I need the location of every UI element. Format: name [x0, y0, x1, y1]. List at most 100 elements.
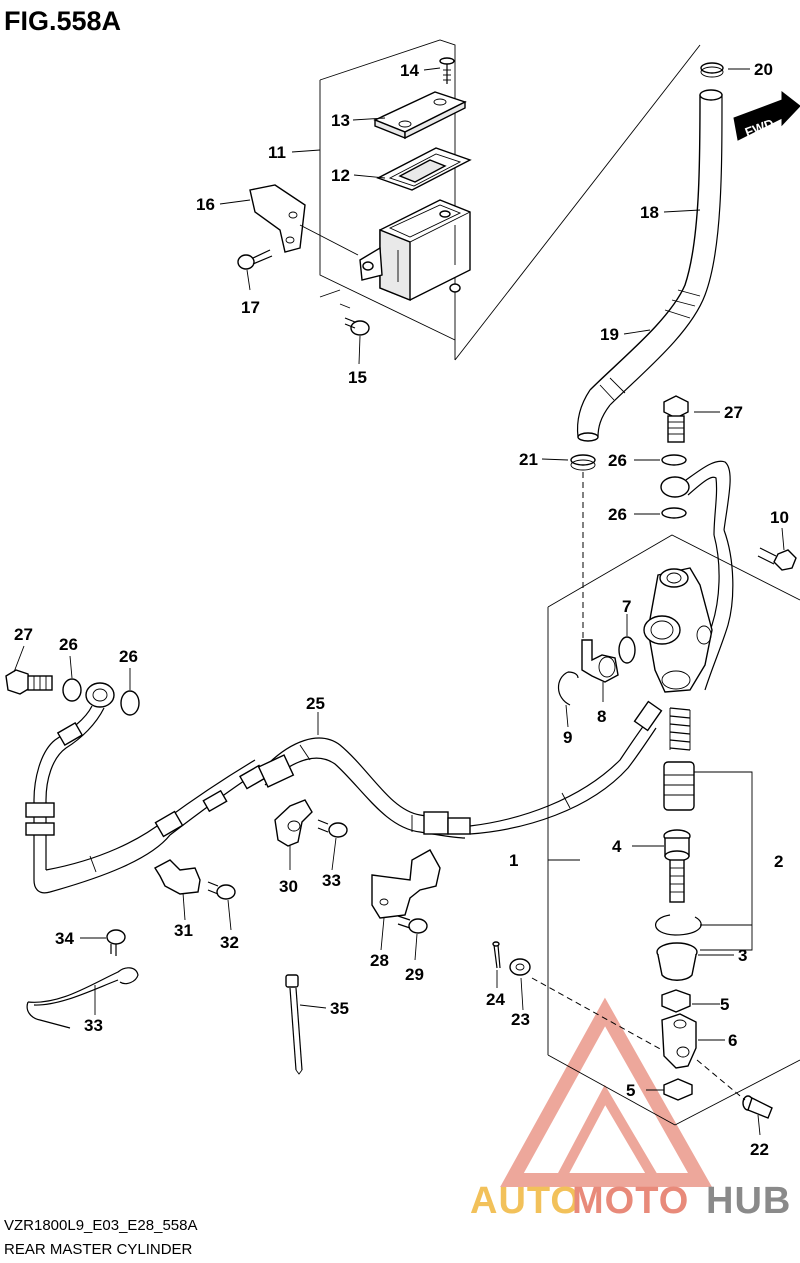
- callout-30: 30: [279, 877, 298, 896]
- callout-26-b: 26: [608, 505, 627, 524]
- bolt-33-icon: [317, 819, 348, 838]
- clamp-20-icon: [700, 62, 724, 78]
- cotter-pin-24-icon: [492, 941, 501, 969]
- callout-28: 28: [370, 951, 389, 970]
- banjo-bolt-27-icon: [663, 395, 689, 443]
- banjo-fitting-icon: [660, 460, 731, 536]
- clamp-31-icon: [154, 859, 201, 895]
- callouts: 14 13 12 11 16 17 15 20 18 19 21 26 26 2…: [14, 60, 789, 1159]
- reservoir-body-icon: [359, 199, 471, 302]
- circlip-9-icon: [557, 671, 579, 706]
- snap-ring-icon: [655, 914, 702, 936]
- callout-14: 14: [400, 61, 419, 80]
- callout-33-a: 33: [322, 871, 341, 890]
- clamp-30-icon: [274, 799, 313, 847]
- watermark-logo: [500, 997, 712, 1187]
- callout-8: 8: [597, 707, 606, 726]
- callout-4: 4: [612, 837, 622, 856]
- watermark-text: AUTO MOTO HUB: [470, 1180, 791, 1222]
- callout-31: 31: [174, 921, 193, 940]
- callout-25: 25: [306, 694, 325, 713]
- watermark-moto: MOTO: [572, 1180, 689, 1222]
- callout-16: 16: [196, 195, 215, 214]
- wire-clip-33-icon: [26, 967, 139, 1029]
- callout-32: 32: [220, 933, 239, 952]
- watermark-hub: HUB: [706, 1180, 791, 1222]
- hose-ribs: [599, 289, 701, 401]
- diaphragm-icon: [376, 147, 472, 191]
- bracket-28-icon: [371, 849, 441, 919]
- banjo-left-icon: [85, 682, 115, 708]
- reservoir-cap-icon: [373, 91, 467, 140]
- callout-27-b: 27: [14, 625, 33, 644]
- bolt-15-icon: [339, 303, 370, 336]
- callout-10: 10: [770, 508, 789, 527]
- reservoir-group: [237, 39, 701, 361]
- piston-icon: [663, 761, 695, 811]
- callout-6: 6: [728, 1031, 737, 1050]
- washer-26-left-icon: [62, 678, 82, 702]
- bolt-10-icon: [757, 547, 797, 571]
- callout-11: 11: [268, 143, 286, 162]
- reservoir-hose-group: [570, 62, 724, 640]
- callout-26-c: 26: [59, 635, 78, 654]
- callout-33-b: 33: [84, 1016, 103, 1035]
- spring-icon: [669, 707, 691, 751]
- callout-19: 19: [600, 325, 619, 344]
- callout-24: 24: [486, 990, 505, 1009]
- figure-title: FIG.558A: [4, 6, 121, 36]
- callout-18: 18: [640, 203, 659, 222]
- washer-23-icon: [509, 958, 531, 976]
- cylinder-body-icon: [643, 567, 713, 693]
- callout-2: 2: [774, 852, 783, 871]
- brake-line-group: [5, 669, 663, 894]
- callout-13: 13: [331, 111, 350, 130]
- callout-15: 15: [348, 368, 367, 387]
- small-parts-group: [26, 799, 441, 1075]
- clamp-21-icon: [570, 454, 596, 471]
- bolt-32-icon: [207, 881, 236, 900]
- figure-code: VZR1800L9_E03_E28_558A: [4, 1217, 198, 1234]
- callout-29: 29: [405, 965, 424, 984]
- bracket-16-icon: [249, 184, 359, 256]
- connector-8-icon: [581, 639, 619, 683]
- nut-5-icon: [661, 989, 691, 1013]
- callout-1: 1: [509, 851, 518, 870]
- callout-12: 12: [331, 166, 350, 185]
- callout-26-d: 26: [119, 647, 138, 666]
- bolt-17-icon: [237, 249, 273, 270]
- callout-23: 23: [511, 1010, 530, 1029]
- pin-22-icon: [742, 1095, 773, 1119]
- clevis-6-icon: [661, 1013, 697, 1069]
- callout-20: 20: [754, 60, 773, 79]
- fwd-direction-badge: FWD: [733, 90, 800, 141]
- callout-17: 17: [241, 298, 260, 317]
- bolt-34-icon: [106, 929, 126, 956]
- callout-22: 22: [750, 1140, 769, 1159]
- push-rod-4-icon: [663, 829, 691, 903]
- figure-caption: REAR MASTER CYLINDER: [4, 1241, 193, 1258]
- callout-5-a: 5: [720, 995, 729, 1014]
- boot-3-icon: [656, 942, 698, 981]
- callout-9: 9: [563, 728, 572, 747]
- o-ring-7-icon: [618, 636, 636, 664]
- callout-7: 7: [622, 597, 631, 616]
- banjo-bolt-27-left-icon: [5, 669, 53, 695]
- callout-21: 21: [519, 450, 538, 469]
- watermark-auto: AUTO: [470, 1180, 581, 1222]
- callout-5-b: 5: [626, 1081, 635, 1100]
- callout-26-a: 26: [608, 451, 627, 470]
- nut-5-lower-icon: [663, 1078, 693, 1101]
- washer-26-lower-icon: [661, 507, 687, 519]
- cable-tie-35-icon: [285, 974, 303, 1075]
- callout-34: 34: [55, 929, 74, 948]
- leader-lines: [13, 67, 785, 1136]
- washer-26-icon: [661, 454, 687, 466]
- washer-26-right-icon: [120, 690, 140, 716]
- callout-35: 35: [330, 999, 349, 1018]
- callout-3: 3: [738, 946, 747, 965]
- bolt-29-icon: [397, 915, 428, 934]
- master-cylinder-group: [492, 395, 800, 1126]
- screw-14-icon: [439, 57, 455, 84]
